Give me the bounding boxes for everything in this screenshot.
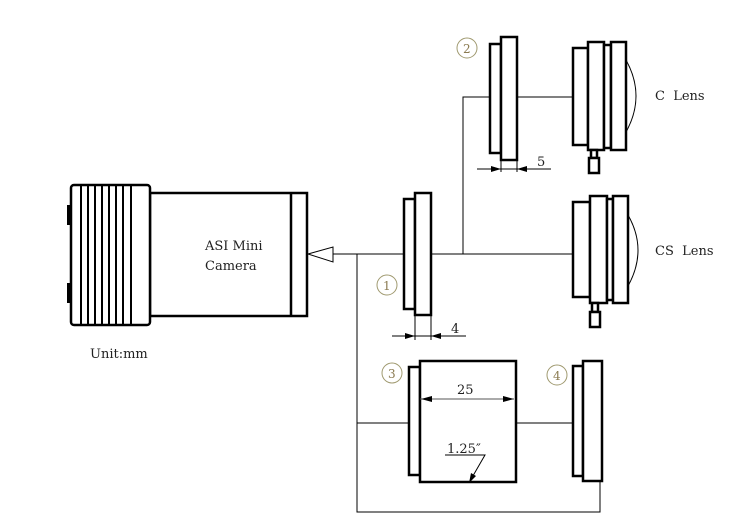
cs-lens-label: CS Lens xyxy=(655,244,714,259)
cs-lens: CS Lens xyxy=(571,194,714,329)
adapter-3-number: 3 xyxy=(388,367,396,381)
adapter-2: 5 2 xyxy=(456,35,551,172)
adapter-2-number: 2 xyxy=(463,42,471,56)
camera-label-line2: Camera xyxy=(205,259,257,274)
c-lens: C Lens xyxy=(571,40,705,175)
camera-body: ASI Mini Camera xyxy=(67,183,334,327)
adapter-4-number: 4 xyxy=(553,369,561,383)
adapter-4: 4 xyxy=(546,359,604,483)
camera-label-line1: ASI Mini xyxy=(204,239,263,254)
adapter-3: 25 1.25″ 3 xyxy=(381,359,518,484)
adapter-3-thread: 1.25″ xyxy=(447,442,481,457)
adapter-1: 4 1 xyxy=(376,191,466,340)
unit-label: Unit:mm xyxy=(90,347,148,362)
adapter-1-number: 1 xyxy=(383,279,391,293)
c-lens-label: C Lens xyxy=(655,89,705,104)
connector-lines xyxy=(333,96,601,513)
adapter-1-dimension: 4 xyxy=(451,322,459,337)
adapter-3-dimension: 25 xyxy=(457,383,474,398)
adapter-2-dimension: 5 xyxy=(537,155,545,170)
